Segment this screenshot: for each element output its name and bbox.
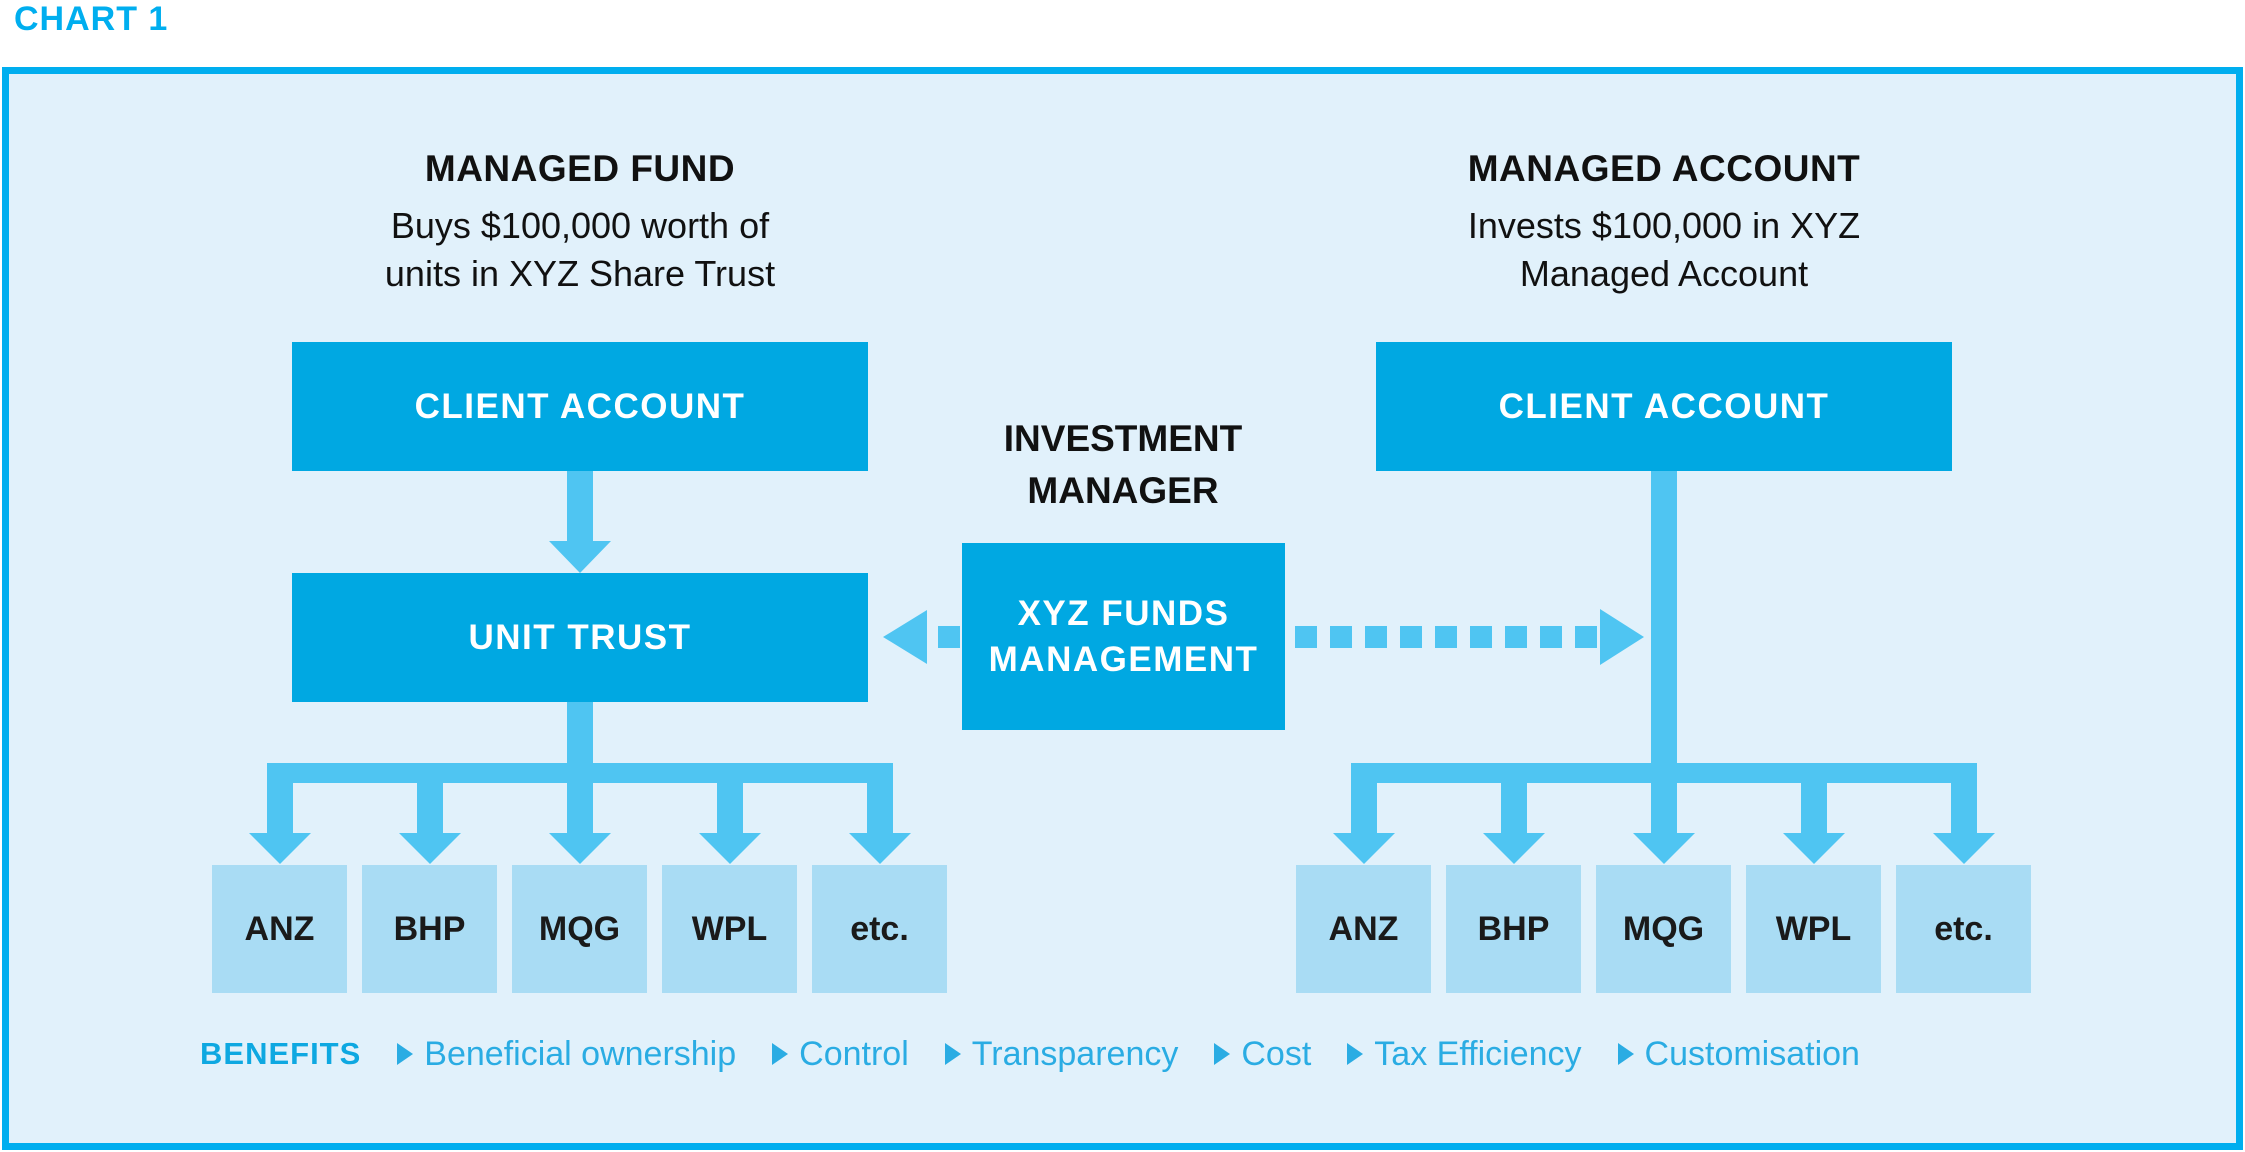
benefit-label: Transparency: [971, 1034, 1179, 1073]
benefit-item-customisation: Customisation: [1617, 1034, 1860, 1074]
left-holding-mqg: MQG: [512, 865, 647, 993]
left-holding-etc-label: etc.: [850, 909, 909, 948]
investment-manager-heading: INVESTMENT MANAGER: [943, 413, 1303, 517]
benefits-row: BENEFITS Beneficial ownership Control Tr…: [200, 1028, 1860, 1080]
right-holding-bhp-label: BHP: [1477, 909, 1550, 948]
figure-title: CHART 1: [14, 0, 169, 38]
benefits-label: BENEFITS: [200, 1036, 362, 1071]
managed-account-subtitle-line1: Invests $100,000 in XYZ: [1467, 205, 1861, 246]
benefit-item-transparency: Transparency: [944, 1034, 1179, 1074]
managed-account-heading-block: MANAGED ACCOUNT Invests $100,000 in XYZ …: [1374, 148, 1954, 297]
bullet-triangle-icon: [1214, 1043, 1231, 1065]
unit-trust-label: UNIT TRUST: [468, 617, 692, 657]
right-holding-bhp: BHP: [1446, 865, 1581, 993]
xyz-funds-management-box: XYZ FUNDS MANAGEMENT: [962, 543, 1285, 730]
benefit-label: Cost: [1241, 1034, 1312, 1073]
bullet-triangle-icon: [397, 1043, 414, 1065]
left-holding-mqg-label: MQG: [538, 909, 621, 948]
left-holding-wpl: WPL: [662, 865, 797, 993]
benefit-item-beneficial-ownership: Beneficial ownership: [397, 1035, 736, 1074]
managed-fund-subtitle-line2: units in XYZ Share Trust: [384, 252, 776, 294]
benefit-label: Customisation: [1644, 1034, 1860, 1073]
bullet-triangle-icon: [1347, 1043, 1364, 1065]
left-client-account-box: CLIENT ACCOUNT: [292, 342, 868, 471]
left-client-account-label: CLIENT ACCOUNT: [414, 386, 746, 426]
right-holding-mqg: MQG: [1596, 865, 1731, 993]
right-holding-anz-label: ANZ: [1328, 909, 1399, 948]
right-holding-mqg-label: MQG: [1622, 909, 1705, 948]
left-holding-anz: ANZ: [212, 865, 347, 993]
managed-fund-subtitle: Buys $100,000 worth of units in XYZ Shar…: [385, 202, 775, 297]
right-holding-wpl-label: WPL: [1775, 909, 1852, 948]
managed-fund-subtitle-line1: Buys $100,000 worth of: [390, 205, 770, 246]
bullet-triangle-icon: [1617, 1043, 1634, 1065]
managed-account-subtitle-line2: Managed Account: [1519, 252, 1809, 294]
bullet-triangle-icon: [944, 1043, 961, 1065]
investment-manager-line2: MANAGER: [1027, 469, 1219, 511]
managed-account-subtitle: Invests $100,000 in XYZ Managed Account: [1468, 202, 1860, 297]
right-holding-etc-label: etc.: [1934, 909, 1993, 948]
benefit-item-tax-efficiency: Tax Efficiency: [1347, 1034, 1582, 1074]
left-holding-bhp: BHP: [362, 865, 497, 993]
managed-fund-title: MANAGED FUND: [424, 148, 736, 189]
left-holding-anz-label: ANZ: [244, 909, 315, 948]
xyz-funds-label-line2: MANAGEMENT: [988, 639, 1259, 679]
unit-trust-box: UNIT TRUST: [292, 573, 868, 702]
xyz-funds-label-line1: XYZ FUNDS: [1017, 594, 1230, 633]
left-holding-bhp-label: BHP: [393, 909, 466, 948]
benefit-item-cost: Cost: [1214, 1035, 1311, 1074]
benefit-item-control: Control: [772, 1035, 909, 1074]
managed-fund-heading-block: MANAGED FUND Buys $100,000 worth of unit…: [290, 148, 870, 297]
bullet-triangle-icon: [772, 1043, 789, 1065]
benefit-label: Control: [799, 1034, 909, 1073]
benefit-label: Tax Efficiency: [1374, 1034, 1582, 1073]
investment-manager-line1: INVESTMENT: [1003, 418, 1243, 459]
right-holding-wpl: WPL: [1746, 865, 1881, 993]
right-client-account-label: CLIENT ACCOUNT: [1498, 386, 1830, 426]
left-holding-etc: etc.: [812, 865, 947, 993]
right-holding-etc: etc.: [1896, 865, 2031, 993]
right-holding-anz: ANZ: [1296, 865, 1431, 993]
left-holding-wpl-label: WPL: [691, 909, 768, 948]
right-client-account-box: CLIENT ACCOUNT: [1376, 342, 1952, 471]
managed-account-title: MANAGED ACCOUNT: [1467, 148, 1861, 189]
benefit-label: Beneficial ownership: [424, 1034, 737, 1073]
arrow-shapes: [249, 471, 1995, 864]
